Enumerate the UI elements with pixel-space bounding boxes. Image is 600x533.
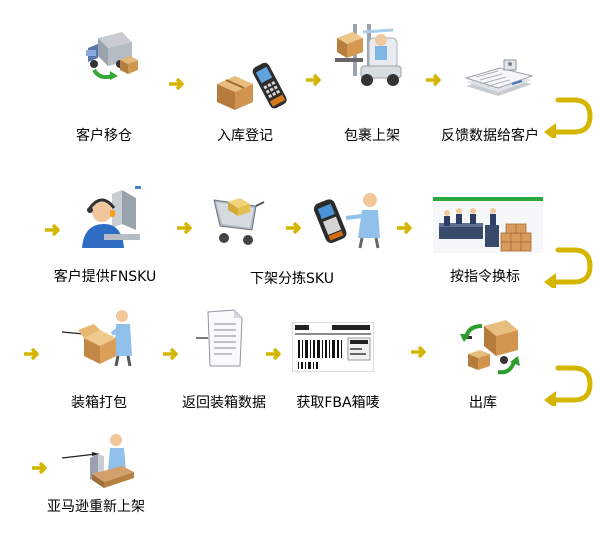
flow-arrow-7 xyxy=(395,220,417,236)
flow-arrow-2 xyxy=(304,72,326,88)
flow-arrow-11 xyxy=(409,344,431,360)
document-stack-icon xyxy=(462,54,534,104)
step-label-feedback-data: 反馈数据给客户 xyxy=(441,125,539,145)
flow-arrow-8 xyxy=(22,346,44,362)
flow-arrow-3 xyxy=(424,72,446,88)
flow-arrow-10 xyxy=(264,346,286,362)
flow-arrow-5 xyxy=(175,220,197,236)
row-return-arrow-1 xyxy=(540,94,596,138)
step-label-customer-transfer: 客户移仓 xyxy=(76,125,132,145)
flow-arrow-4 xyxy=(43,222,65,238)
text-cursor-mark xyxy=(135,186,141,189)
step-label-fnsku-provided: 客户提供FNSKU xyxy=(54,266,156,286)
step-label-packing: 装箱打包 xyxy=(71,392,127,412)
outbound-truck-icon xyxy=(458,316,528,378)
step-label-fba-carton-label: 获取FBA箱唛 xyxy=(296,392,379,412)
barcode-label-icon xyxy=(292,322,374,372)
flow-arrow-1 xyxy=(167,76,189,92)
labeling-workshop-icon xyxy=(433,197,543,253)
step-label-parcel-shelving: 包裹上架 xyxy=(344,125,400,145)
amazon-operator-icon xyxy=(62,430,138,488)
step-label-relabel: 按指令换标 xyxy=(450,266,520,286)
handheld-scanner-with-box-icon xyxy=(213,56,295,112)
row-return-arrow-2 xyxy=(540,244,596,288)
row-return-arrow-3 xyxy=(540,362,596,406)
delivery-truck-with-boxes-icon xyxy=(80,20,150,82)
flow-arrow-12 xyxy=(30,460,52,476)
scanner-operator-icon xyxy=(306,188,386,250)
flow-arrow-9 xyxy=(161,346,183,362)
cart-with-boxes-icon xyxy=(210,196,270,246)
forklift-icon xyxy=(333,18,407,88)
step-label-amazon-reshelving: 亚马逊重新上架 xyxy=(47,496,145,516)
step-label-inbound-registration: 入库登记 xyxy=(217,125,273,145)
step-label-sku-sorting: 下架分拣SKU xyxy=(250,268,334,288)
document-sheet-icon xyxy=(196,308,248,368)
flow-arrow-6 xyxy=(284,220,306,236)
worker-packing-box-icon xyxy=(62,308,142,368)
step-label-outbound: 出库 xyxy=(469,392,497,412)
step-label-return-packing-data: 返回装箱数据 xyxy=(182,392,266,412)
operator-at-computer-icon xyxy=(76,188,144,250)
